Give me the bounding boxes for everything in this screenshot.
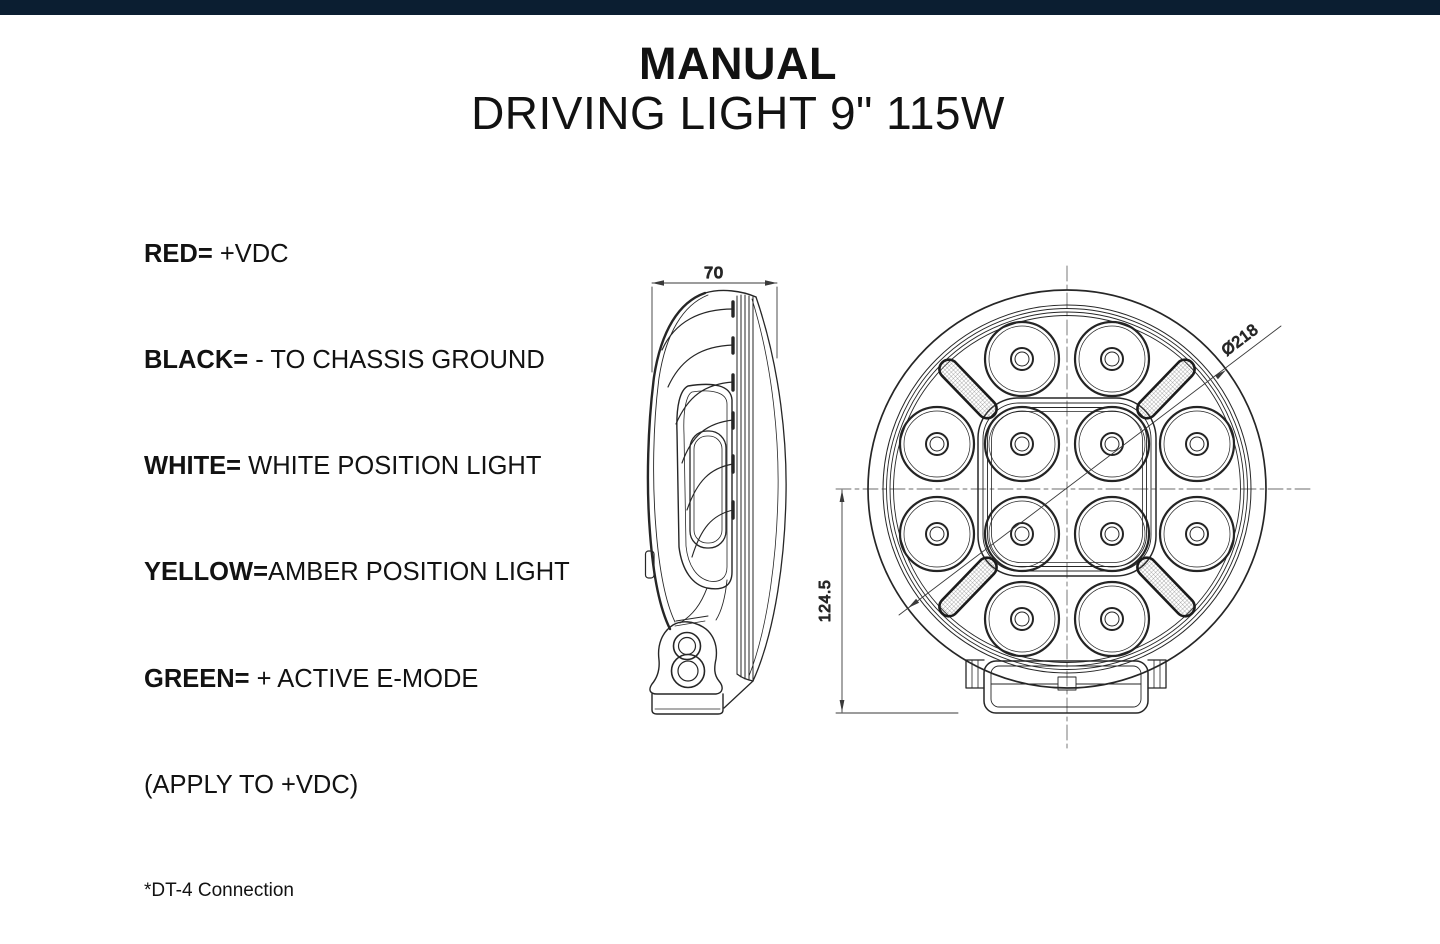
- wiring-line: YELLOW=AMBER POSITION LIGHT: [144, 555, 570, 590]
- center-reflector-frame: [977, 397, 1157, 577]
- position-light-strip: [1132, 552, 1200, 622]
- wire-color-label: GREEN=: [144, 664, 250, 693]
- page-title: MANUAL: [639, 38, 837, 89]
- led-reflector: [983, 580, 1061, 658]
- wiring-line: RED= +VDC: [144, 237, 570, 272]
- centerlines: [835, 265, 1315, 751]
- wire-color-label: RED=: [144, 239, 213, 268]
- wire-function: AMBER POSITION LIGHT: [267, 558, 570, 587]
- led-reflector: [983, 320, 1061, 398]
- lens-profile: [752, 296, 787, 682]
- wiring-line: WHITE= WHITE POSITION LIGHT: [144, 449, 570, 484]
- diameter-dimension: [898, 325, 1282, 616]
- led-reflector: [1073, 580, 1151, 658]
- page-subtitle: DRIVING LIGHT 9" 115W: [471, 87, 1005, 139]
- bezel-edge-lines: [736, 294, 754, 682]
- led-reflector: [983, 405, 1061, 483]
- top-accent-bar: [0, 0, 1440, 15]
- height-dimension: [835, 489, 959, 714]
- led-reflector: [1073, 495, 1151, 573]
- bracket-bolt-lower: [670, 653, 706, 689]
- connector-footnote: *DT-4 Connection: [144, 880, 294, 902]
- housing-back-outline: [646, 291, 707, 631]
- technical-drawing: 70: [644, 264, 1315, 751]
- bracket-bolt-upper: [672, 631, 702, 661]
- led-reflector: [983, 495, 1061, 573]
- side-width-dim-label: 70: [704, 265, 724, 282]
- wire-color-label: BLACK=: [144, 346, 249, 375]
- wire-function: +VDC: [212, 239, 289, 268]
- led-reflector: [1073, 320, 1151, 398]
- position-light-strip: [934, 552, 1002, 622]
- wiring-legend: RED= +VDC BLACK= - TO CHASSIS GROUND WHI…: [144, 166, 570, 944]
- front-mount-bracket: [965, 659, 1167, 714]
- led-reflector: [898, 405, 976, 483]
- wire-function: - TO CHASSIS GROUND: [248, 346, 545, 375]
- led-reflector: [1158, 405, 1236, 483]
- housing-rim: [867, 289, 1267, 689]
- front-view-drawing: Ø218 124.5: [817, 265, 1315, 751]
- wire-color-label: YELLOW=: [144, 558, 268, 587]
- side-width-dimension: [651, 280, 778, 373]
- wire-function: + ACTIVE E-MODE: [249, 664, 479, 693]
- bracket-foot: [651, 693, 724, 715]
- side-mount-bracket: [649, 615, 724, 715]
- inner-housing-detail: [676, 383, 733, 624]
- wiring-line: GREEN= + ACTIVE E-MODE: [144, 662, 570, 697]
- height-dim-label: 124.5: [817, 580, 834, 623]
- side-tab: [644, 550, 655, 579]
- led-reflector: [1073, 405, 1151, 483]
- diameter-dim-label: Ø218: [1219, 321, 1262, 359]
- wiring-line: BLACK= - TO CHASSIS GROUND: [144, 343, 570, 378]
- led-reflector: [898, 495, 976, 573]
- led-reflector: [1158, 495, 1236, 573]
- wire-color-label: WHITE=: [144, 452, 242, 481]
- wire-function: WHITE POSITION LIGHT: [241, 452, 542, 481]
- side-view-drawing: 70: [644, 264, 787, 715]
- header: MANUAL DRIVING LIGHT 9" 115W: [18, 38, 1440, 139]
